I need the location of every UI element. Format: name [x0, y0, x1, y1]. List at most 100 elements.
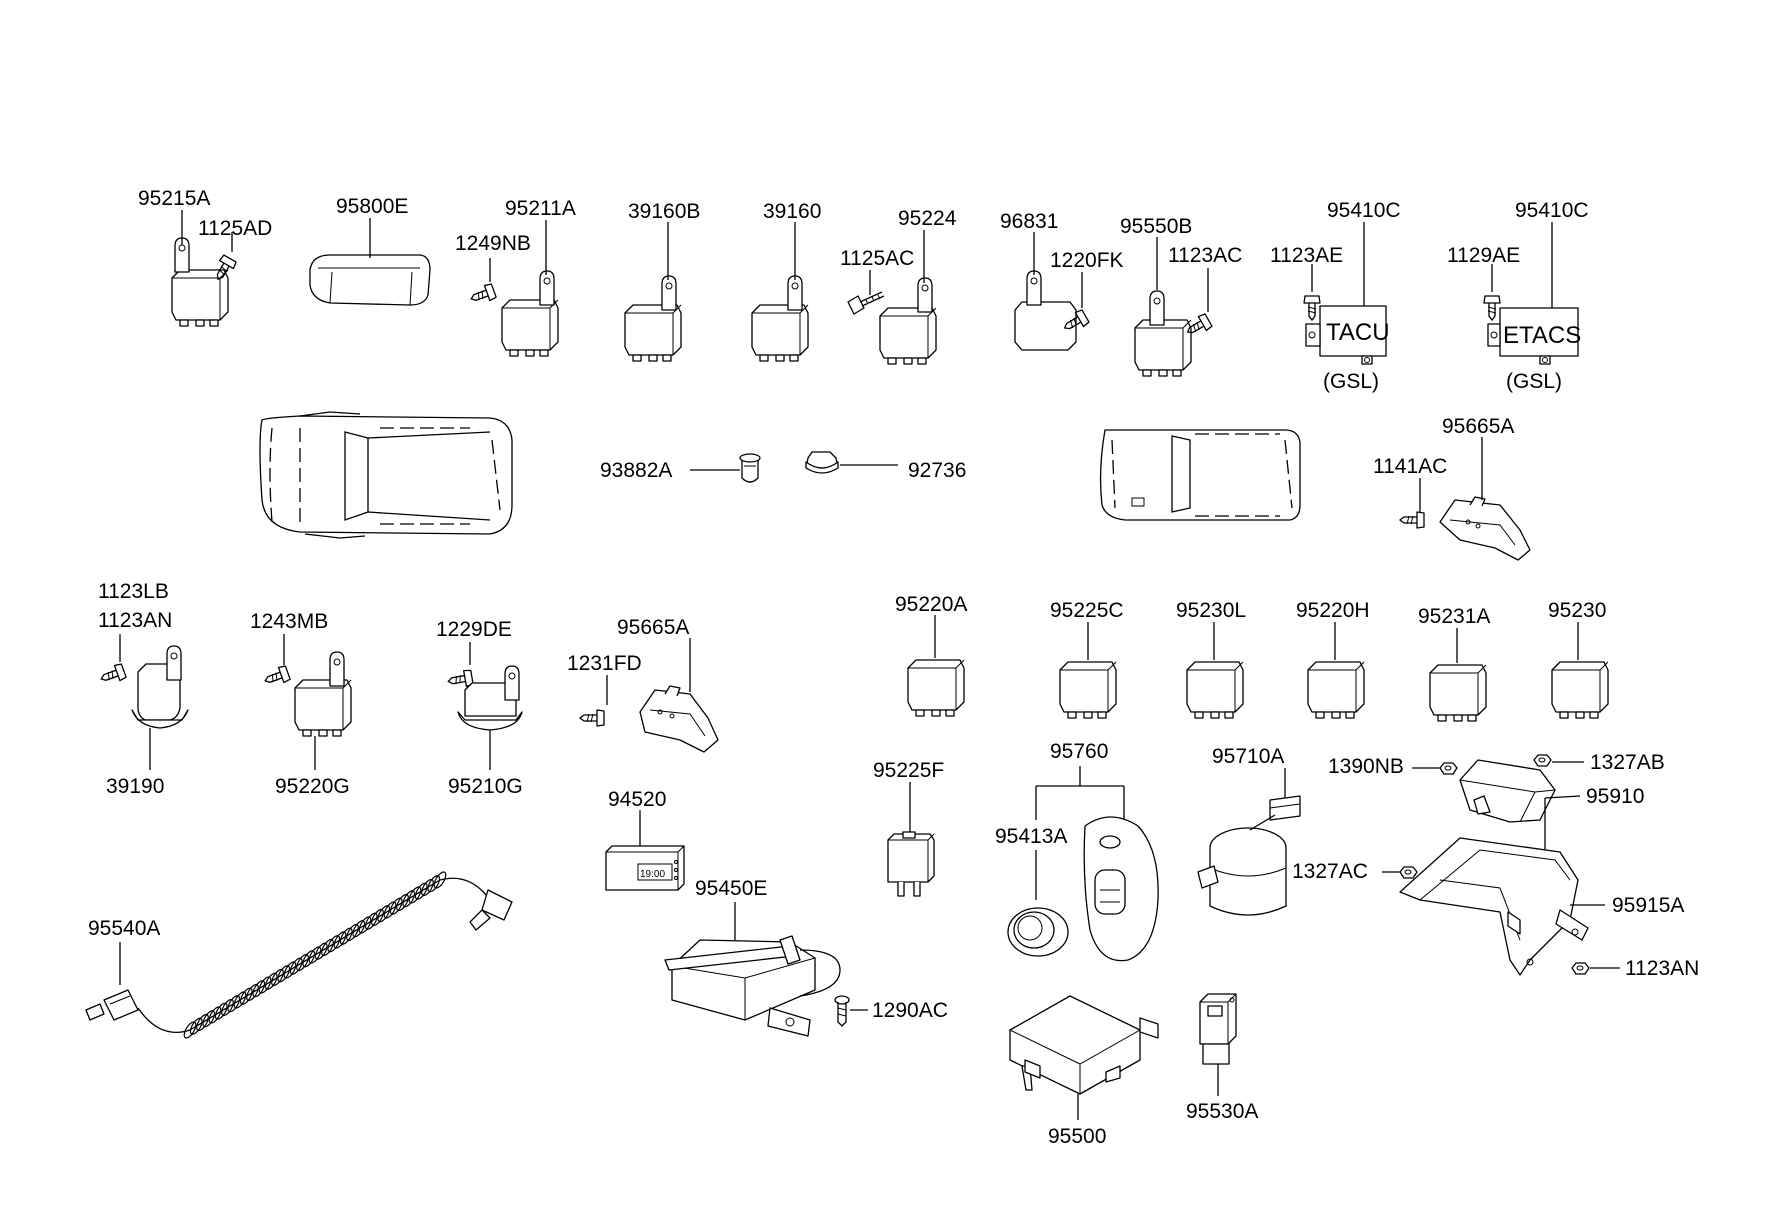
nut-1327AB[interactable]: [1533, 754, 1552, 767]
label-1125AD: 1125AD: [198, 217, 272, 240]
label-1243MB: 1243MB: [250, 610, 328, 633]
label-95410C-tacu: 95410C: [1327, 199, 1401, 222]
relay-95220A[interactable]: [907, 659, 965, 717]
control-unit-95910[interactable]: [1459, 759, 1556, 823]
switch-95530A[interactable]: [1199, 993, 1237, 1065]
label-95410C-etacs: 95410C: [1515, 199, 1589, 222]
label-95413A: 95413A: [995, 825, 1067, 848]
antenna-unit-95450E[interactable]: [664, 935, 841, 1037]
buzzer-95710A[interactable]: [1197, 795, 1301, 916]
bracket-95915A[interactable]: [1399, 837, 1589, 976]
label-1129AE: 1129AE: [1447, 244, 1520, 267]
relay-95224[interactable]: [879, 277, 937, 365]
label-1220FK: 1220FK: [1050, 249, 1124, 272]
switch-95665A-upper[interactable]: [1439, 496, 1531, 561]
label-95910: 95910: [1586, 785, 1644, 808]
coil-rings: [183, 871, 447, 1039]
coiled-cord-95540A[interactable]: [85, 877, 513, 1034]
relay-95210G[interactable]: [457, 665, 523, 731]
label-95500: 95500: [1048, 1125, 1106, 1148]
screw-1123AE[interactable]: [1303, 295, 1321, 321]
label-95225C: 95225C: [1050, 599, 1124, 622]
label-95530A: 95530A: [1186, 1100, 1258, 1123]
bolt-1125AC[interactable]: [847, 291, 885, 315]
label-95210G: 95210G: [448, 775, 523, 798]
relay-95230L[interactable]: [1186, 661, 1244, 719]
label-1229DE: 1229DE: [436, 618, 512, 641]
label-39160: 39160: [763, 200, 821, 223]
screw-1123AN[interactable]: [97, 662, 128, 688]
label-95231A: 95231A: [1418, 605, 1490, 628]
ring-95413A[interactable]: [1007, 907, 1069, 957]
vehicle-outline-left: [259, 411, 513, 539]
label-95760: 95760: [1050, 740, 1108, 763]
nut-1327AC[interactable]: [1399, 866, 1418, 879]
etacs-label: ETACS: [1503, 322, 1581, 349]
screw-1141AC[interactable]: [1399, 511, 1425, 529]
label-93882A: 93882A: [600, 459, 672, 482]
label-95540A: 95540A: [88, 917, 160, 940]
label-95710A: 95710A: [1212, 745, 1284, 768]
tacu-variant: (GSL): [1323, 370, 1379, 393]
relay-39160B[interactable]: [624, 275, 682, 362]
label-39190: 39190: [106, 775, 164, 798]
label-95230L: 95230L: [1176, 599, 1246, 622]
etacs-variant: (GSL): [1506, 370, 1562, 393]
relay-95550B[interactable]: [1134, 290, 1192, 377]
display-94520[interactable]: 19:00: [605, 845, 685, 891]
label-1327AB: 1327AB: [1590, 751, 1665, 774]
label-1390NB: 1390NB: [1328, 755, 1404, 778]
label-95450E: 95450E: [695, 877, 767, 900]
label-95230: 95230: [1548, 599, 1606, 622]
label-96831: 96831: [1000, 210, 1058, 233]
label-1327AC: 1327AC: [1292, 860, 1368, 883]
relay-95225F[interactable]: [887, 831, 935, 897]
clock-readout: 19:00: [640, 869, 665, 880]
tacu-module[interactable]: TACU: [1305, 305, 1390, 365]
label-95665A-lower: 95665A: [617, 616, 689, 639]
label-95215A: 95215A: [138, 187, 210, 210]
label-1249NB: 1249NB: [455, 232, 531, 255]
nut-1123AN[interactable]: [1571, 962, 1590, 975]
relay-95230[interactable]: [1551, 661, 1609, 719]
clip-93882A[interactable]: [739, 453, 761, 483]
screw-1231FD[interactable]: [579, 709, 605, 727]
relay-39160[interactable]: [751, 275, 809, 362]
relay-95220G[interactable]: [294, 651, 352, 737]
label-1123AE: 1123AE: [1270, 244, 1343, 267]
relay-95211A[interactable]: [501, 270, 559, 357]
relay-95215A[interactable]: [171, 237, 229, 327]
nut-1390NB[interactable]: [1439, 762, 1458, 775]
screw-1129AE[interactable]: [1483, 295, 1501, 321]
label-1123AN-bottom: 1123AN: [1625, 957, 1699, 980]
relay-95231A[interactable]: [1429, 664, 1487, 722]
label-95915A: 95915A: [1612, 894, 1684, 917]
bolt-1290AC[interactable]: [834, 995, 850, 1027]
label-94520: 94520: [608, 788, 666, 811]
label-95665A-upper: 95665A: [1442, 415, 1514, 438]
label-1123AN-top: 1123AN: [98, 609, 172, 632]
relay-95220H[interactable]: [1307, 661, 1365, 719]
screw-1249NB[interactable]: [467, 282, 498, 308]
label-1125AC: 1125AC: [840, 247, 914, 270]
label-39160B: 39160B: [628, 200, 700, 223]
label-1141AC: 1141AC: [1373, 455, 1447, 478]
relay-95225C[interactable]: [1059, 661, 1117, 719]
vehicle-outline-right: [1099, 429, 1301, 521]
label-1123LB: 1123LB: [98, 580, 169, 603]
control-module-95500[interactable]: [1009, 995, 1159, 1095]
etacs-module[interactable]: ETACS: [1487, 307, 1581, 365]
relay-96831[interactable]: [1014, 270, 1077, 351]
label-95220H: 95220H: [1296, 599, 1370, 622]
screw-1243MB[interactable]: [261, 664, 292, 690]
switch-95665A-lower[interactable]: [639, 685, 719, 753]
pad-95800E[interactable]: [309, 254, 431, 306]
label-1231FD: 1231FD: [567, 652, 642, 675]
bumper-92736[interactable]: [805, 451, 839, 474]
label-95224: 95224: [898, 207, 957, 230]
remote-key-fob[interactable]: [1083, 816, 1159, 962]
tacu-label: TACU: [1326, 319, 1390, 346]
relay-39190[interactable]: [131, 645, 189, 729]
label-95211A: 95211A: [505, 197, 576, 220]
